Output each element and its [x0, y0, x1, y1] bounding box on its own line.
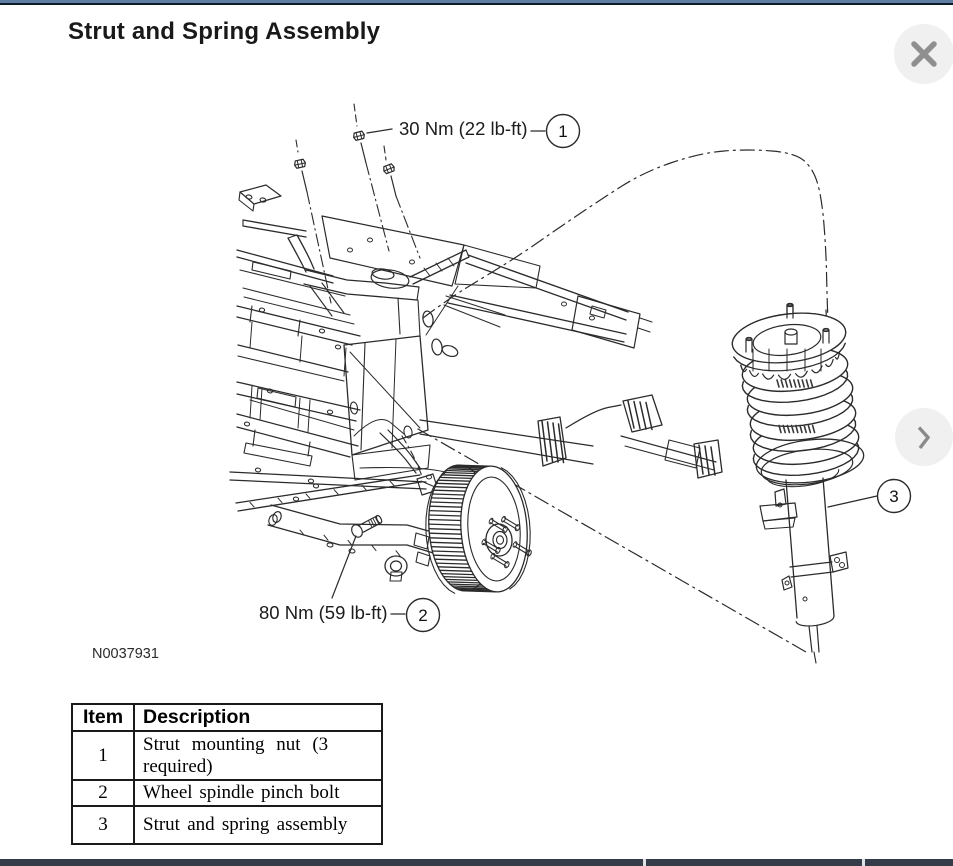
svg-text:2: 2	[418, 606, 427, 625]
svg-text:1: 1	[558, 122, 567, 141]
svg-text:3: 3	[889, 487, 898, 506]
